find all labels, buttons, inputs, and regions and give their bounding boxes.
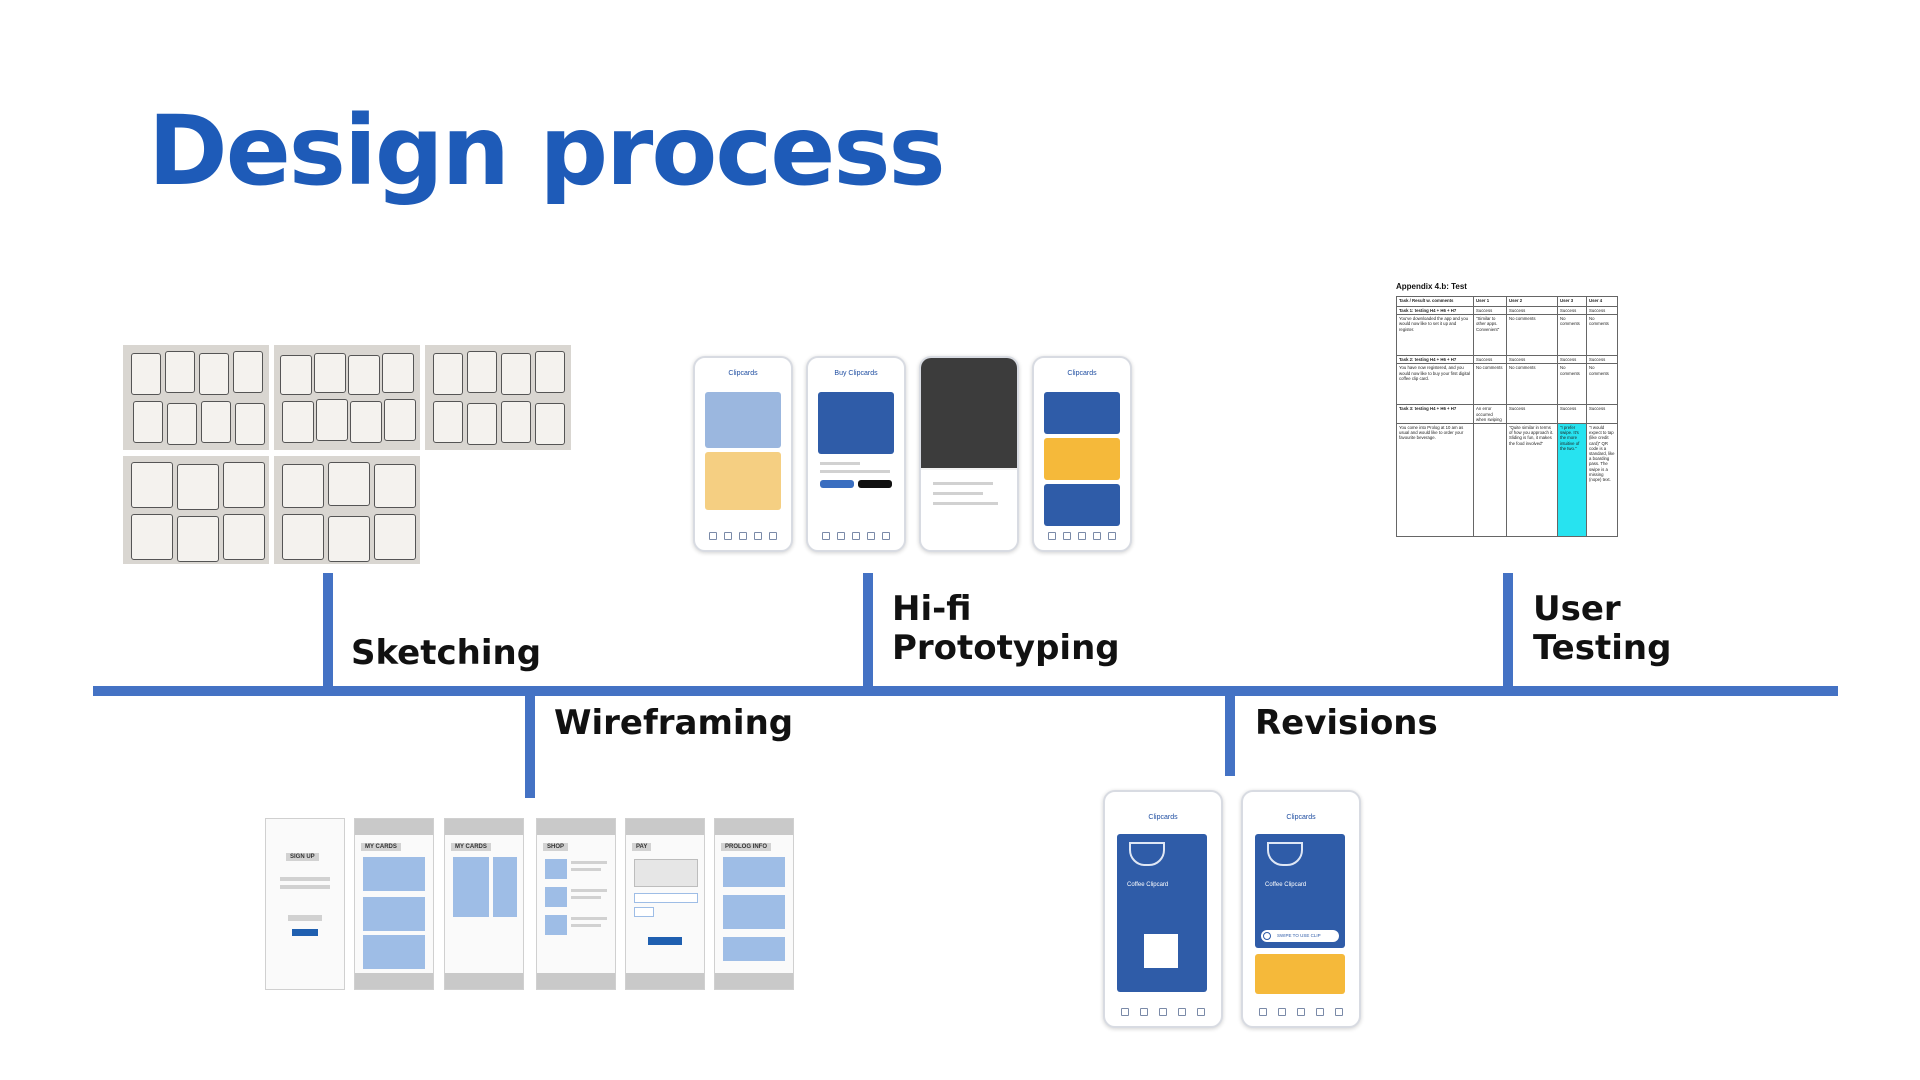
- swipe-button: SWIPE TO USE CLIP: [1261, 930, 1339, 942]
- coffee-card: [818, 392, 894, 454]
- bakery-card: [705, 452, 781, 510]
- dimmed-overlay: [921, 358, 1017, 468]
- wireframe-sign-up: SIGN UP: [265, 818, 345, 990]
- table-row: You've downloaded the app and you would …: [1396, 314, 1618, 357]
- phone-header: Buy Clipcards: [834, 370, 878, 377]
- revisions-stem: [1225, 696, 1235, 776]
- phone-header: Clipcards: [1067, 370, 1097, 377]
- hifi-phone-subscription: Clipcards: [1032, 356, 1132, 552]
- stage-label-sketching: Sketching: [351, 633, 542, 673]
- coffee-card: [1044, 392, 1120, 434]
- tab-bar: [1044, 532, 1120, 540]
- test-results-table: Task / Result w. comments User 1 User 2 …: [1396, 296, 1618, 538]
- wireframe-tag: SHOP: [543, 843, 569, 851]
- bakery-card: [1255, 954, 1345, 994]
- sketch-photo: [425, 345, 571, 450]
- wireframe-pay: PAY: [625, 818, 705, 990]
- table-row: Task 1: testing H4 + H6 + H7 Success Suc…: [1396, 305, 1618, 316]
- phone-header: Clipcards: [728, 370, 758, 377]
- hifi-phone-buy-clipcards: Buy Clipcards: [806, 356, 906, 552]
- sketch-photo: [123, 345, 269, 450]
- user-test-document: Appendix 4.b: Test Task / Result w. comm…: [1396, 280, 1638, 570]
- sketch-photo: [274, 456, 420, 564]
- timeline-axis: [93, 686, 1838, 696]
- phone-header: Clipcards: [1148, 814, 1178, 821]
- wireframe-tag: MY CARDS: [451, 843, 491, 851]
- testing-stem: [1503, 573, 1513, 686]
- coffee-card: Coffee Clipcard: [1117, 834, 1207, 992]
- subscription-card: [1044, 484, 1120, 526]
- stage-label-revisions: Revisions: [1255, 703, 1438, 743]
- coffee-card: [705, 392, 781, 448]
- wireframe-shop: SHOP: [536, 818, 616, 990]
- wireframe-tag: PAY: [632, 843, 652, 851]
- hifi-phone-payment: [919, 356, 1019, 552]
- tab-bar: [1253, 1008, 1349, 1016]
- sketch-photo: [123, 456, 269, 564]
- wireframe-my-cards-list: MY CARDS: [354, 818, 434, 990]
- tab-bar: [705, 532, 781, 540]
- wireframe-tag: MY CARDS: [361, 843, 401, 851]
- sketch-photo: [274, 345, 420, 450]
- tab-bar: [1115, 1008, 1211, 1016]
- table-row: You have now registered, and you would n…: [1396, 363, 1618, 406]
- apple-pay-button: [858, 480, 892, 488]
- wireframe-tag: PROLOG INFO: [721, 843, 771, 851]
- wireframe-tag: SIGN UP: [286, 853, 319, 861]
- revision-phone-swipe: Clipcards Coffee Clipcard SWIPE TO USE C…: [1241, 790, 1361, 1028]
- bakery-card: [1044, 438, 1120, 480]
- tab-bar: [818, 532, 894, 540]
- hifi-stem: [863, 573, 873, 686]
- table-row: Task 3: testing H4 + H6 + H7 An error oc…: [1396, 404, 1618, 425]
- page-title: Design process: [148, 95, 946, 207]
- table-row: Task 2: testing H4 + H6 + H7 Success Suc…: [1396, 355, 1618, 365]
- coffee-card: Coffee Clipcard SWIPE TO USE CLIP: [1255, 834, 1345, 948]
- table-header-row: Task / Result w. comments User 1 User 2 …: [1396, 296, 1618, 307]
- wireframe-my-cards-grid: MY CARDS: [444, 818, 524, 990]
- document-title: Appendix 4.b: Test: [1396, 282, 1467, 291]
- stage-label-wireframing: Wireframing: [554, 703, 794, 743]
- qr-code: [1144, 934, 1178, 968]
- sketching-stem: [323, 573, 333, 686]
- revision-phone-qr: Clipcards Coffee Clipcard: [1103, 790, 1223, 1028]
- hifi-phone-clipcards: Clipcards: [693, 356, 793, 552]
- table-row: You come into Prolog at 10 am as usual a…: [1396, 423, 1618, 538]
- credit-card-button: [820, 480, 854, 488]
- phone-header: Clipcards: [1286, 814, 1316, 821]
- wireframing-stem: [525, 696, 535, 798]
- wireframe-prolog-info: PROLOG INFO: [714, 818, 794, 990]
